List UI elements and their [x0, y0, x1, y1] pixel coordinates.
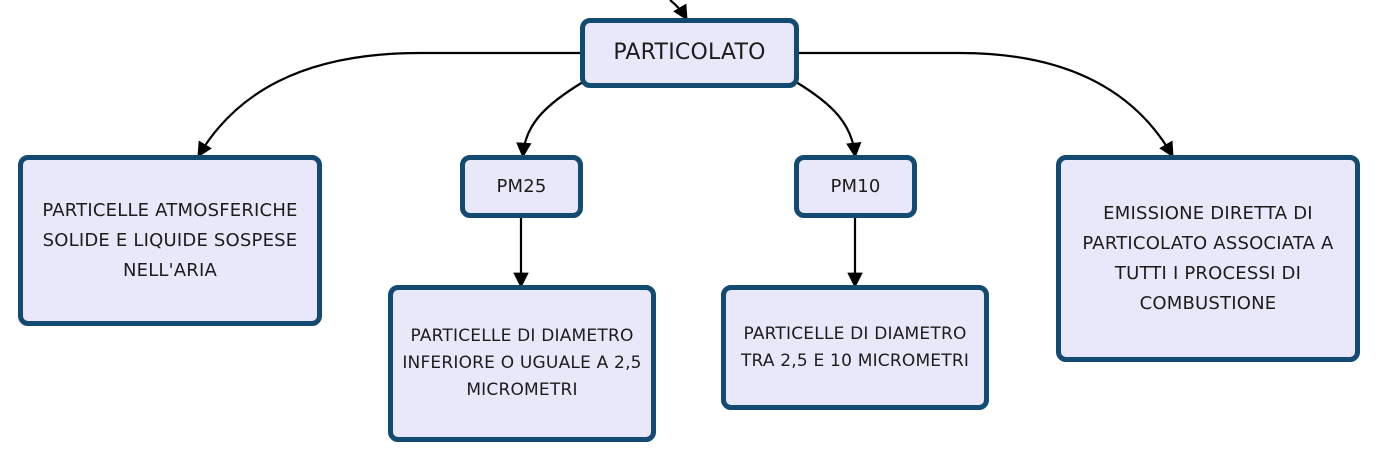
connector-root-to-pm25: [516, 81, 584, 159]
emission-node[interactable]: EMISSIONE DIRETTA DI PARTICOLATO ASSOCIA…: [1056, 155, 1360, 362]
pm25-description-label: PARTICELLE DI DIAMETRO INFERIORE O UGUAL…: [402, 326, 642, 400]
pm10-node[interactable]: PM10: [794, 155, 917, 218]
connector-root-to-emission: [799, 51, 1174, 158]
connector-root-to-pm10: [795, 81, 862, 159]
pm10-description-node[interactable]: PARTICELLE DI DIAMETRO TRA 2,5 E 10 MICR…: [721, 285, 989, 410]
pm10-description-label: PARTICELLE DI DIAMETRO TRA 2,5 E 10 MICR…: [740, 323, 970, 371]
definition-node[interactable]: PARTICELLE ATMOSFERICHE SOLIDE E LIQUIDE…: [18, 155, 322, 326]
pm25-description-node[interactable]: PARTICELLE DI DIAMETRO INFERIORE O UGUAL…: [388, 285, 656, 442]
pm25-node[interactable]: PM25: [460, 155, 583, 218]
pm25-node-label: PM25: [496, 175, 547, 197]
root-node-label: PARTICOLATO: [613, 40, 766, 65]
definition-node-label: PARTICELLE ATMOSFERICHE SOLIDE E LIQUIDE…: [42, 199, 298, 281]
incoming-connector: [669, 0, 688, 21]
connector-root-to-definition: [197, 51, 580, 158]
root-node-particolato[interactable]: PARTICOLATO: [580, 18, 799, 88]
emission-node-label: EMISSIONE DIRETTA DI PARTICOLATO ASSOCIA…: [1082, 202, 1334, 314]
pm10-node-label: PM10: [830, 175, 881, 197]
